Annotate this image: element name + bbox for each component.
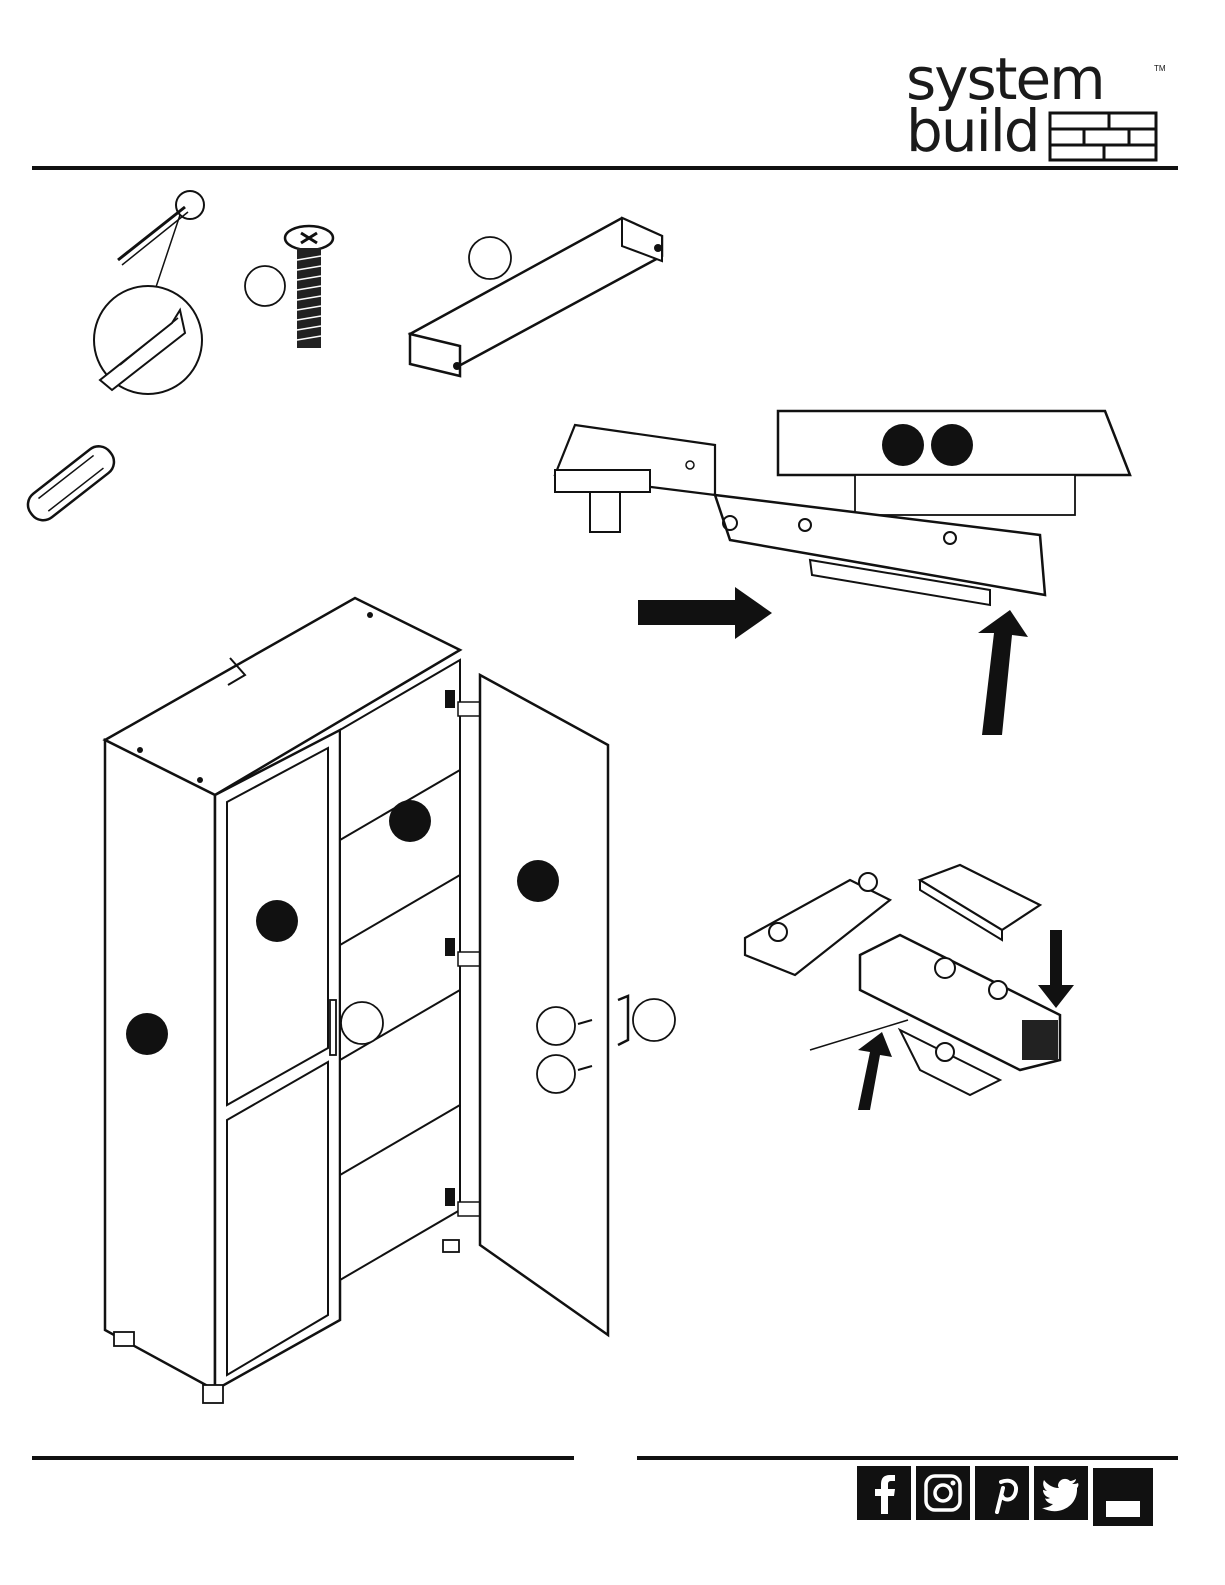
youtube-icon[interactable] bbox=[1093, 1468, 1153, 1526]
trademark-mark: TM bbox=[1154, 64, 1166, 73]
brick-logo-icon bbox=[1049, 112, 1159, 162]
twitter-icon[interactable] bbox=[1034, 1466, 1088, 1520]
footer-rule-left bbox=[32, 1456, 574, 1460]
cabinet-drawing bbox=[100, 590, 700, 1420]
brand-name-line2: build bbox=[906, 102, 1039, 160]
handle-part-icon bbox=[400, 206, 680, 386]
instagram-icon[interactable] bbox=[916, 1466, 970, 1520]
footer-rule-right bbox=[637, 1456, 1178, 1460]
hinge-detail-bottom bbox=[740, 860, 1100, 1120]
screw-icon bbox=[244, 224, 364, 354]
pinterest-icon[interactable] bbox=[975, 1466, 1029, 1520]
facebook-icon[interactable] bbox=[857, 1466, 911, 1520]
header-rule bbox=[32, 166, 1178, 170]
screwdriver-icon bbox=[30, 185, 220, 410]
